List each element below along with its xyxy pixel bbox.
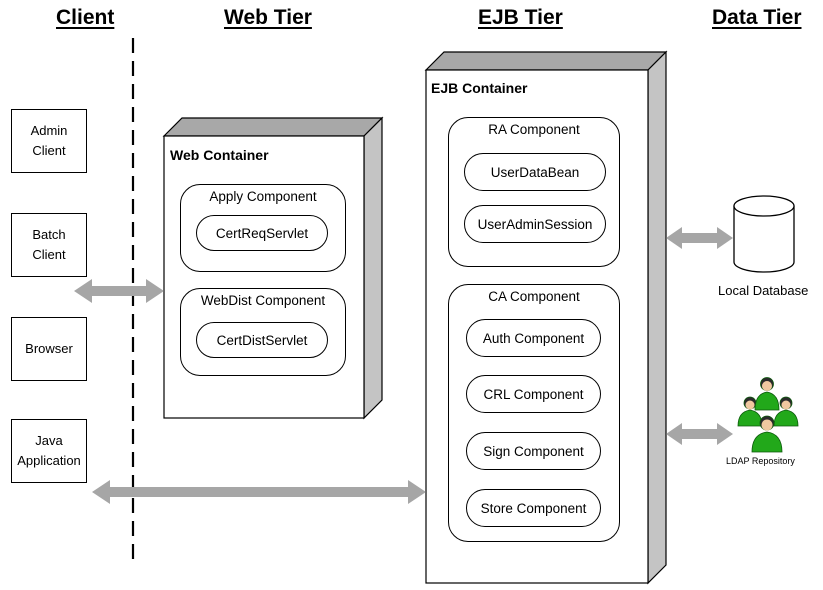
- sign-component-node: Sign Component: [466, 432, 601, 470]
- batch-client-line2: Client: [32, 247, 66, 262]
- ldap-users-icon: [737, 377, 799, 453]
- ldap-repository-label: LDAP Repository: [726, 456, 795, 466]
- auth-component-node: Auth Component: [466, 319, 601, 357]
- web-container-title: Web Container: [170, 147, 269, 163]
- ra-component-group: RA Component: [448, 117, 620, 267]
- tier-title-client: Client: [56, 6, 115, 29]
- certdistservlet-node: CertDistServlet: [196, 322, 328, 358]
- useradminsession-node: UserAdminSession: [464, 205, 606, 243]
- tier-title-data: Data Tier: [712, 6, 802, 29]
- local-database-label: Local Database: [718, 283, 809, 298]
- admin-client-line2: Client: [32, 143, 66, 158]
- ra-component-label: RA Component: [488, 122, 580, 137]
- userdatabean-node: UserDataBean: [464, 153, 606, 191]
- arrow-java-ejb: [92, 480, 426, 504]
- arrow-ejb-database: [666, 227, 733, 249]
- certreqservlet-node: CertReqServlet: [196, 215, 328, 251]
- admin-client-line1: Admin: [30, 123, 68, 138]
- ca-component-label: CA Component: [488, 289, 580, 304]
- apply-component-label: Apply Component: [209, 189, 317, 204]
- database-icon: [733, 195, 795, 273]
- batch-client-line1: Batch: [32, 227, 66, 242]
- browser-box: Browser: [11, 317, 87, 381]
- webdist-component-label: WebDist Component: [200, 293, 326, 308]
- crl-component-node: CRL Component: [466, 375, 601, 413]
- store-component-node: Store Component: [466, 489, 601, 527]
- ejb-container-title: EJB Container: [431, 80, 528, 96]
- browser-label: Browser: [25, 341, 73, 356]
- arrow-ejb-ldap: [666, 423, 733, 445]
- arrow-client-web: [74, 279, 164, 303]
- tier-title-ejb: EJB Tier: [478, 6, 563, 29]
- java-application-line2: Application: [17, 453, 81, 468]
- java-application-line1: Java: [35, 433, 63, 448]
- tier-title-web: Web Tier: [224, 6, 312, 29]
